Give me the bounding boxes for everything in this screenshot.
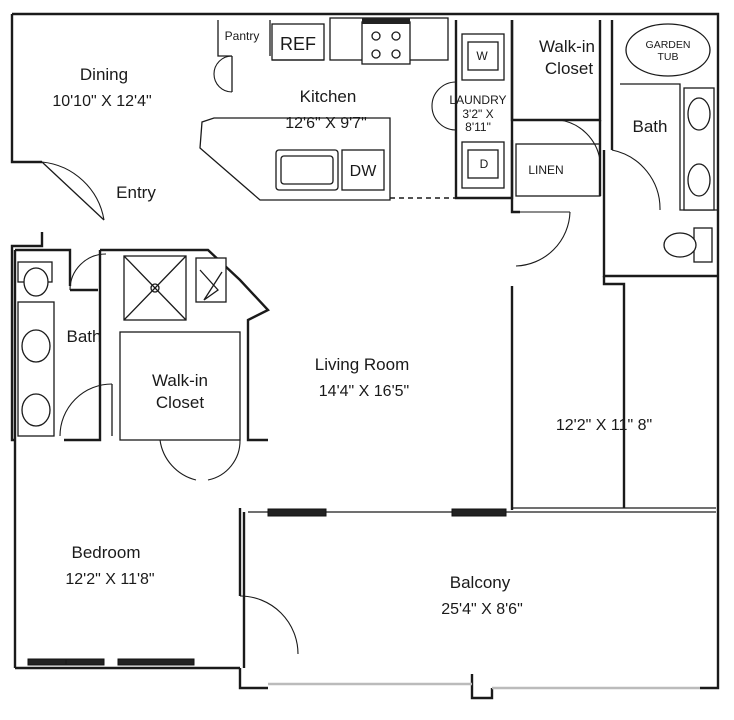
sink [275, 149, 339, 191]
secondary-closet-label-2: Closet [156, 393, 204, 412]
shower-and-closet [64, 248, 270, 481]
kitchen-dims: 12'6" X 9'7" [285, 115, 367, 132]
dishwasher-label: DW [350, 163, 378, 180]
bedroom-dims: 12'2" X 11'8" [65, 571, 154, 588]
laundry-room [431, 20, 514, 200]
labels: Dining 10'10" X 12'4" Pantry REF Kitchen… [52, 29, 690, 618]
garden-tub-label-2: TUB [658, 51, 679, 63]
bedroom-label: Bedroom [72, 543, 141, 562]
dining-label: Dining [80, 65, 128, 84]
bedroom-windows [27, 658, 195, 666]
living-room-dims: 14'4" X 16'5" [319, 383, 409, 400]
dishwasher [341, 149, 385, 191]
secondary-bath [13, 248, 113, 440]
entry-door [41, 161, 105, 221]
toilet [693, 227, 713, 263]
kitchen-area [199, 17, 456, 201]
master-bath [602, 20, 718, 278]
garden-tub [625, 23, 711, 77]
interior-walls [238, 276, 716, 668]
living-room-label: Living Room [315, 355, 410, 374]
balcony-railing [268, 682, 700, 690]
secondary-bath-label: Bath [67, 327, 102, 346]
master-bedroom-dims: 12'2" X 11" 8" [556, 417, 652, 434]
refrigerator [271, 23, 325, 61]
master-closet-label-2: Closet [545, 59, 593, 78]
kitchen-label: Kitchen [300, 87, 357, 106]
balcony-label: Balcony [450, 573, 511, 592]
dryer-label: D [480, 157, 489, 171]
linen-label: LINEN [528, 163, 563, 177]
washer-label: W [476, 49, 488, 63]
entry-label: Entry [116, 183, 156, 202]
stove [361, 21, 411, 65]
dining-dims: 10'10" X 12'4" [52, 93, 151, 110]
garden-tub-label-1: GARDEN [646, 39, 691, 51]
laundry-dims-line1: 3'2" X [462, 107, 493, 121]
balcony-dims: 25'4" X 8'6" [441, 601, 523, 618]
master-closet-label-1: Walk-in [539, 37, 595, 56]
refrigerator-label: REF [280, 34, 316, 54]
pantry-label: Pantry [225, 29, 260, 43]
laundry-dims-line2: 8'11" [465, 120, 491, 134]
secondary-closet-label-1: Walk-in [152, 371, 208, 390]
laundry-label: LAUNDRY [449, 93, 506, 107]
exterior-walls [10, 12, 720, 700]
master-closet [510, 20, 602, 267]
master-bath-label: Bath [633, 117, 668, 136]
